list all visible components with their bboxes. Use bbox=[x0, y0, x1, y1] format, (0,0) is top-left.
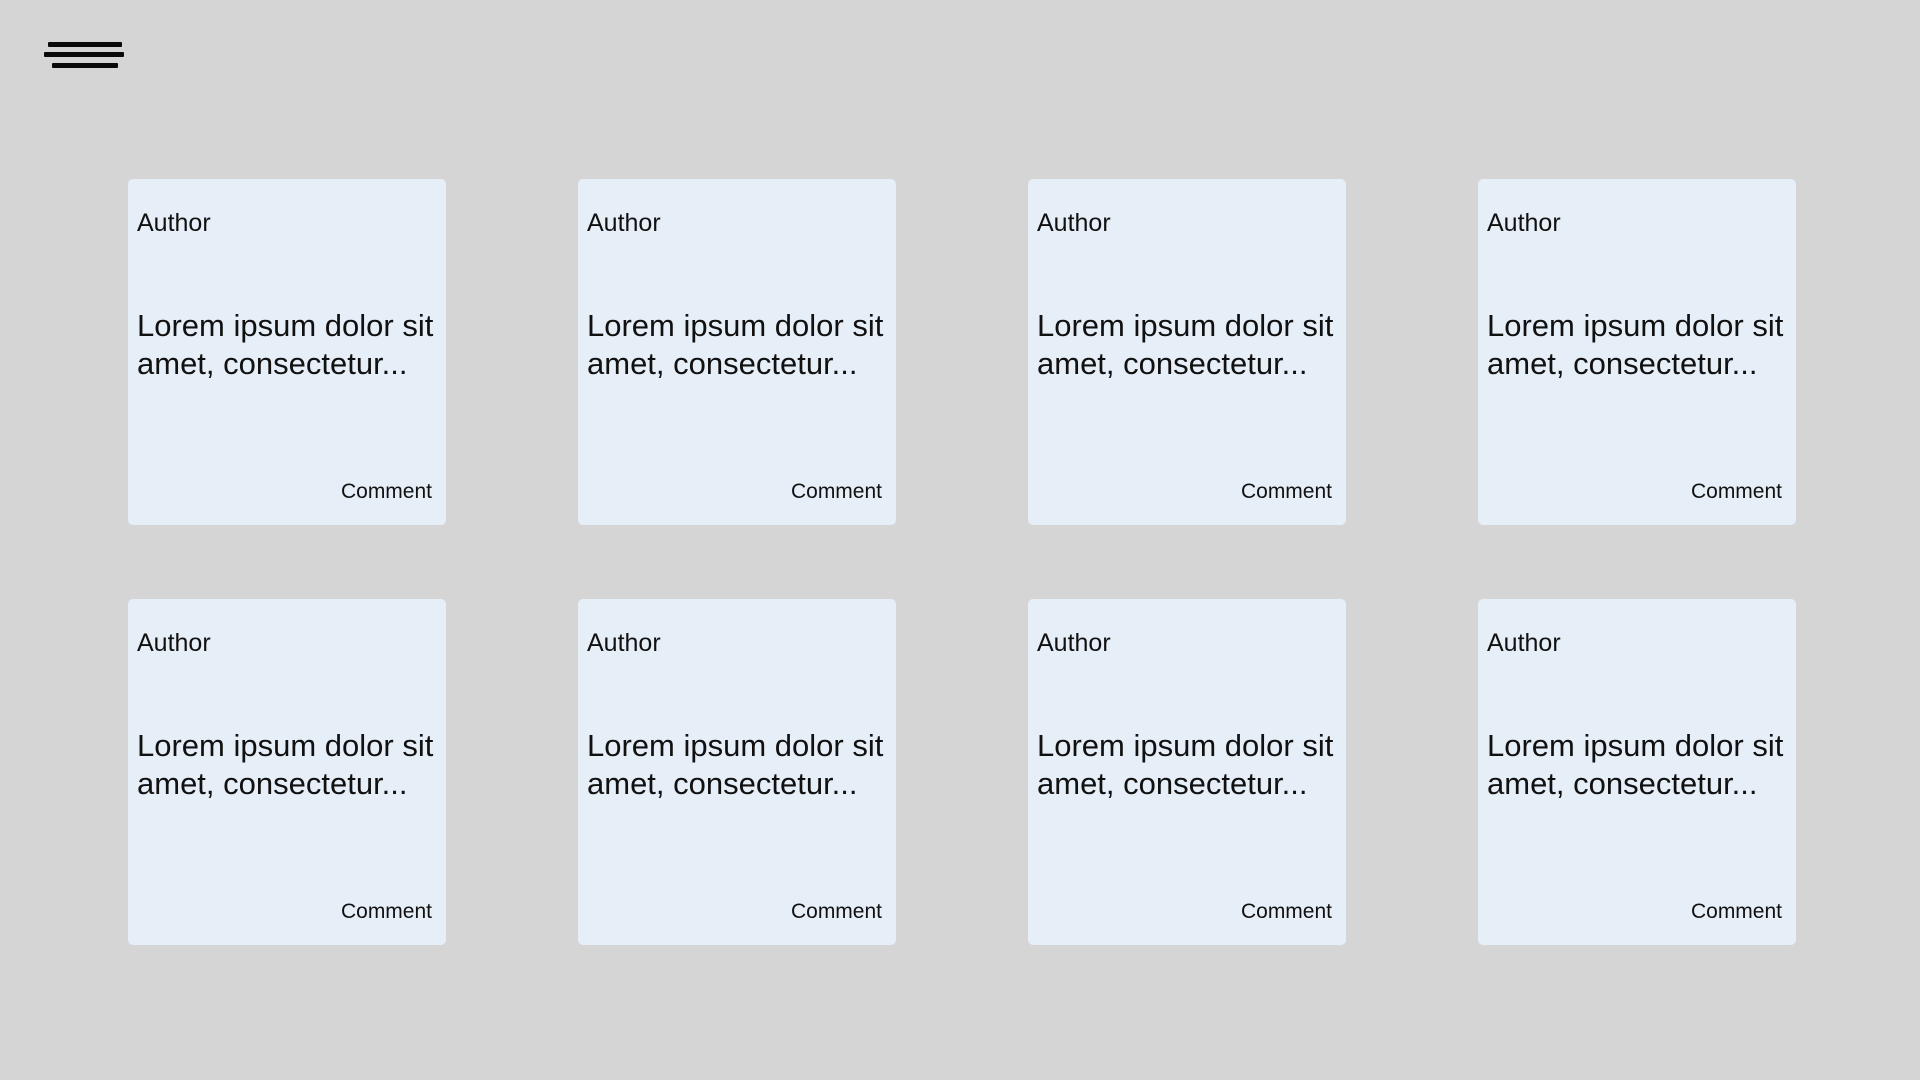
comment-button[interactable]: Comment bbox=[340, 480, 432, 503]
post-card-1[interactable]: Author Lorem ipsum dolor sit amet, conse… bbox=[128, 179, 446, 525]
comment-button[interactable]: Comment bbox=[1690, 480, 1782, 503]
card-author: Author bbox=[587, 629, 661, 657]
post-card-4[interactable]: Author Lorem ipsum dolor sit amet, conse… bbox=[1478, 179, 1796, 525]
comment-button[interactable]: Comment bbox=[790, 900, 882, 923]
card-excerpt: Lorem ipsum dolor sit amet, consectetur.… bbox=[587, 728, 884, 801]
card-author: Author bbox=[1487, 629, 1561, 657]
comment-button[interactable]: Comment bbox=[790, 480, 882, 503]
post-card-8[interactable]: Author Lorem ipsum dolor sit amet, conse… bbox=[1478, 599, 1796, 945]
post-card-6[interactable]: Author Lorem ipsum dolor sit amet, conse… bbox=[578, 599, 896, 945]
card-author: Author bbox=[137, 209, 211, 237]
card-author: Author bbox=[137, 629, 211, 657]
card-excerpt: Lorem ipsum dolor sit amet, consectetur.… bbox=[1487, 728, 1784, 801]
card-grid: Author Lorem ipsum dolor sit amet, conse… bbox=[128, 179, 1796, 945]
comment-button[interactable]: Comment bbox=[340, 900, 432, 923]
hamburger-menu-icon[interactable] bbox=[44, 38, 126, 74]
card-excerpt: Lorem ipsum dolor sit amet, consectetur.… bbox=[587, 308, 884, 381]
card-excerpt: Lorem ipsum dolor sit amet, consectetur.… bbox=[1037, 728, 1334, 801]
post-card-2[interactable]: Author Lorem ipsum dolor sit amet, conse… bbox=[578, 179, 896, 525]
card-excerpt: Lorem ipsum dolor sit amet, consectetur.… bbox=[1037, 308, 1334, 381]
card-excerpt: Lorem ipsum dolor sit amet, consectetur.… bbox=[137, 728, 434, 801]
menu-line-bottom bbox=[52, 63, 118, 68]
card-author: Author bbox=[1037, 209, 1111, 237]
comment-button[interactable]: Comment bbox=[1690, 900, 1782, 923]
comment-button[interactable]: Comment bbox=[1240, 900, 1332, 923]
card-excerpt: Lorem ipsum dolor sit amet, consectetur.… bbox=[137, 308, 434, 381]
post-card-7[interactable]: Author Lorem ipsum dolor sit amet, conse… bbox=[1028, 599, 1346, 945]
card-author: Author bbox=[1037, 629, 1111, 657]
comment-button[interactable]: Comment bbox=[1240, 480, 1332, 503]
card-excerpt: Lorem ipsum dolor sit amet, consectetur.… bbox=[1487, 308, 1784, 381]
card-author: Author bbox=[587, 209, 661, 237]
card-author: Author bbox=[1487, 209, 1561, 237]
menu-line-top bbox=[48, 42, 122, 47]
post-card-3[interactable]: Author Lorem ipsum dolor sit amet, conse… bbox=[1028, 179, 1346, 525]
post-card-5[interactable]: Author Lorem ipsum dolor sit amet, conse… bbox=[128, 599, 446, 945]
menu-line-middle bbox=[44, 52, 124, 57]
